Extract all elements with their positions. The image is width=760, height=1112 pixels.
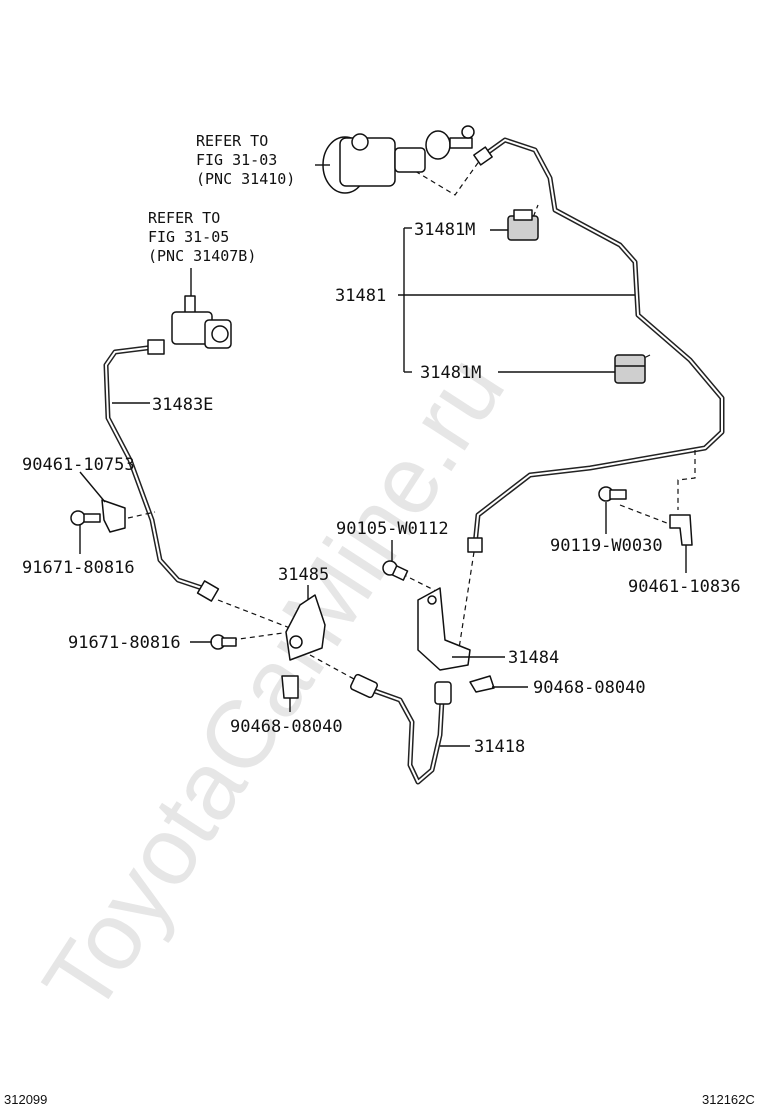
fitting-release-end xyxy=(147,339,165,355)
label-31485: 31485 xyxy=(278,565,329,585)
footer-right-code: 312162C xyxy=(702,1092,755,1107)
bolt-91671-80816-left xyxy=(70,510,101,526)
bolt-91671-80816-mid xyxy=(210,634,237,650)
clutch-master-cylinder xyxy=(322,125,475,194)
clamp-90461-10753 xyxy=(101,499,126,533)
bracket-31485 xyxy=(285,594,326,661)
label-31484: 31484 xyxy=(508,648,559,668)
leader-lines xyxy=(79,164,687,747)
clutch-line-31483E xyxy=(103,344,211,593)
assembly-dashes xyxy=(127,159,696,686)
label-31481: 31481 xyxy=(335,286,386,306)
reference-line: FIG 31-03 xyxy=(196,151,277,169)
clip-90468-08040-right xyxy=(469,675,495,693)
reference-fig-31-05: REFER TO FIG 31-05 (PNC 31407B) xyxy=(148,209,256,265)
reference-line: (PNC 31410) xyxy=(196,170,295,188)
label-31481M-top: 31481M xyxy=(414,220,475,240)
bolt-90105-W0112 xyxy=(382,560,409,581)
clip-90468-08040-left xyxy=(281,675,299,699)
reference-line: REFER TO xyxy=(196,132,268,150)
clamp-31481M-bottom xyxy=(614,354,646,384)
bolt-90119-W0030 xyxy=(598,486,627,502)
flexible-hose-31418 xyxy=(369,687,445,785)
clamp-90461-10836 xyxy=(669,514,693,546)
hose-fitting-left xyxy=(349,673,379,699)
fitting-line-end xyxy=(196,580,220,602)
clutch-release-unit xyxy=(171,295,232,349)
reference-line: FIG 31-05 xyxy=(148,228,229,246)
clamp-31481M-top xyxy=(507,209,539,241)
clutch-line-31481 xyxy=(472,137,725,548)
reference-line: REFER TO xyxy=(148,209,220,227)
label-90119-W0030: 90119-W0030 xyxy=(550,536,663,556)
label-91671-80816-mid: 91671-80816 xyxy=(68,633,181,653)
label-31481M-bottom: 31481M xyxy=(420,363,481,383)
label-90461-10836: 90461-10836 xyxy=(628,577,741,597)
fitting-master-end xyxy=(473,146,493,166)
label-90468-08040-left: 90468-08040 xyxy=(230,717,343,737)
label-90468-08040-right: 90468-08040 xyxy=(533,678,646,698)
label-31418: 31418 xyxy=(474,737,525,757)
label-90105-W0112: 90105-W0112 xyxy=(336,519,449,539)
reference-line: (PNC 31407B) xyxy=(148,247,256,265)
footer-left-code: 312099 xyxy=(4,1092,47,1107)
reference-fig-31-03: REFER TO FIG 31-03 (PNC 31410) xyxy=(196,132,295,188)
label-90461-10753: 90461-10753 xyxy=(22,455,135,475)
label-91671-80816-left: 91671-80816 xyxy=(22,558,135,578)
fitting-front-end xyxy=(467,537,483,553)
hose-fitting-right xyxy=(434,681,452,705)
label-31483E: 31483E xyxy=(152,395,213,415)
